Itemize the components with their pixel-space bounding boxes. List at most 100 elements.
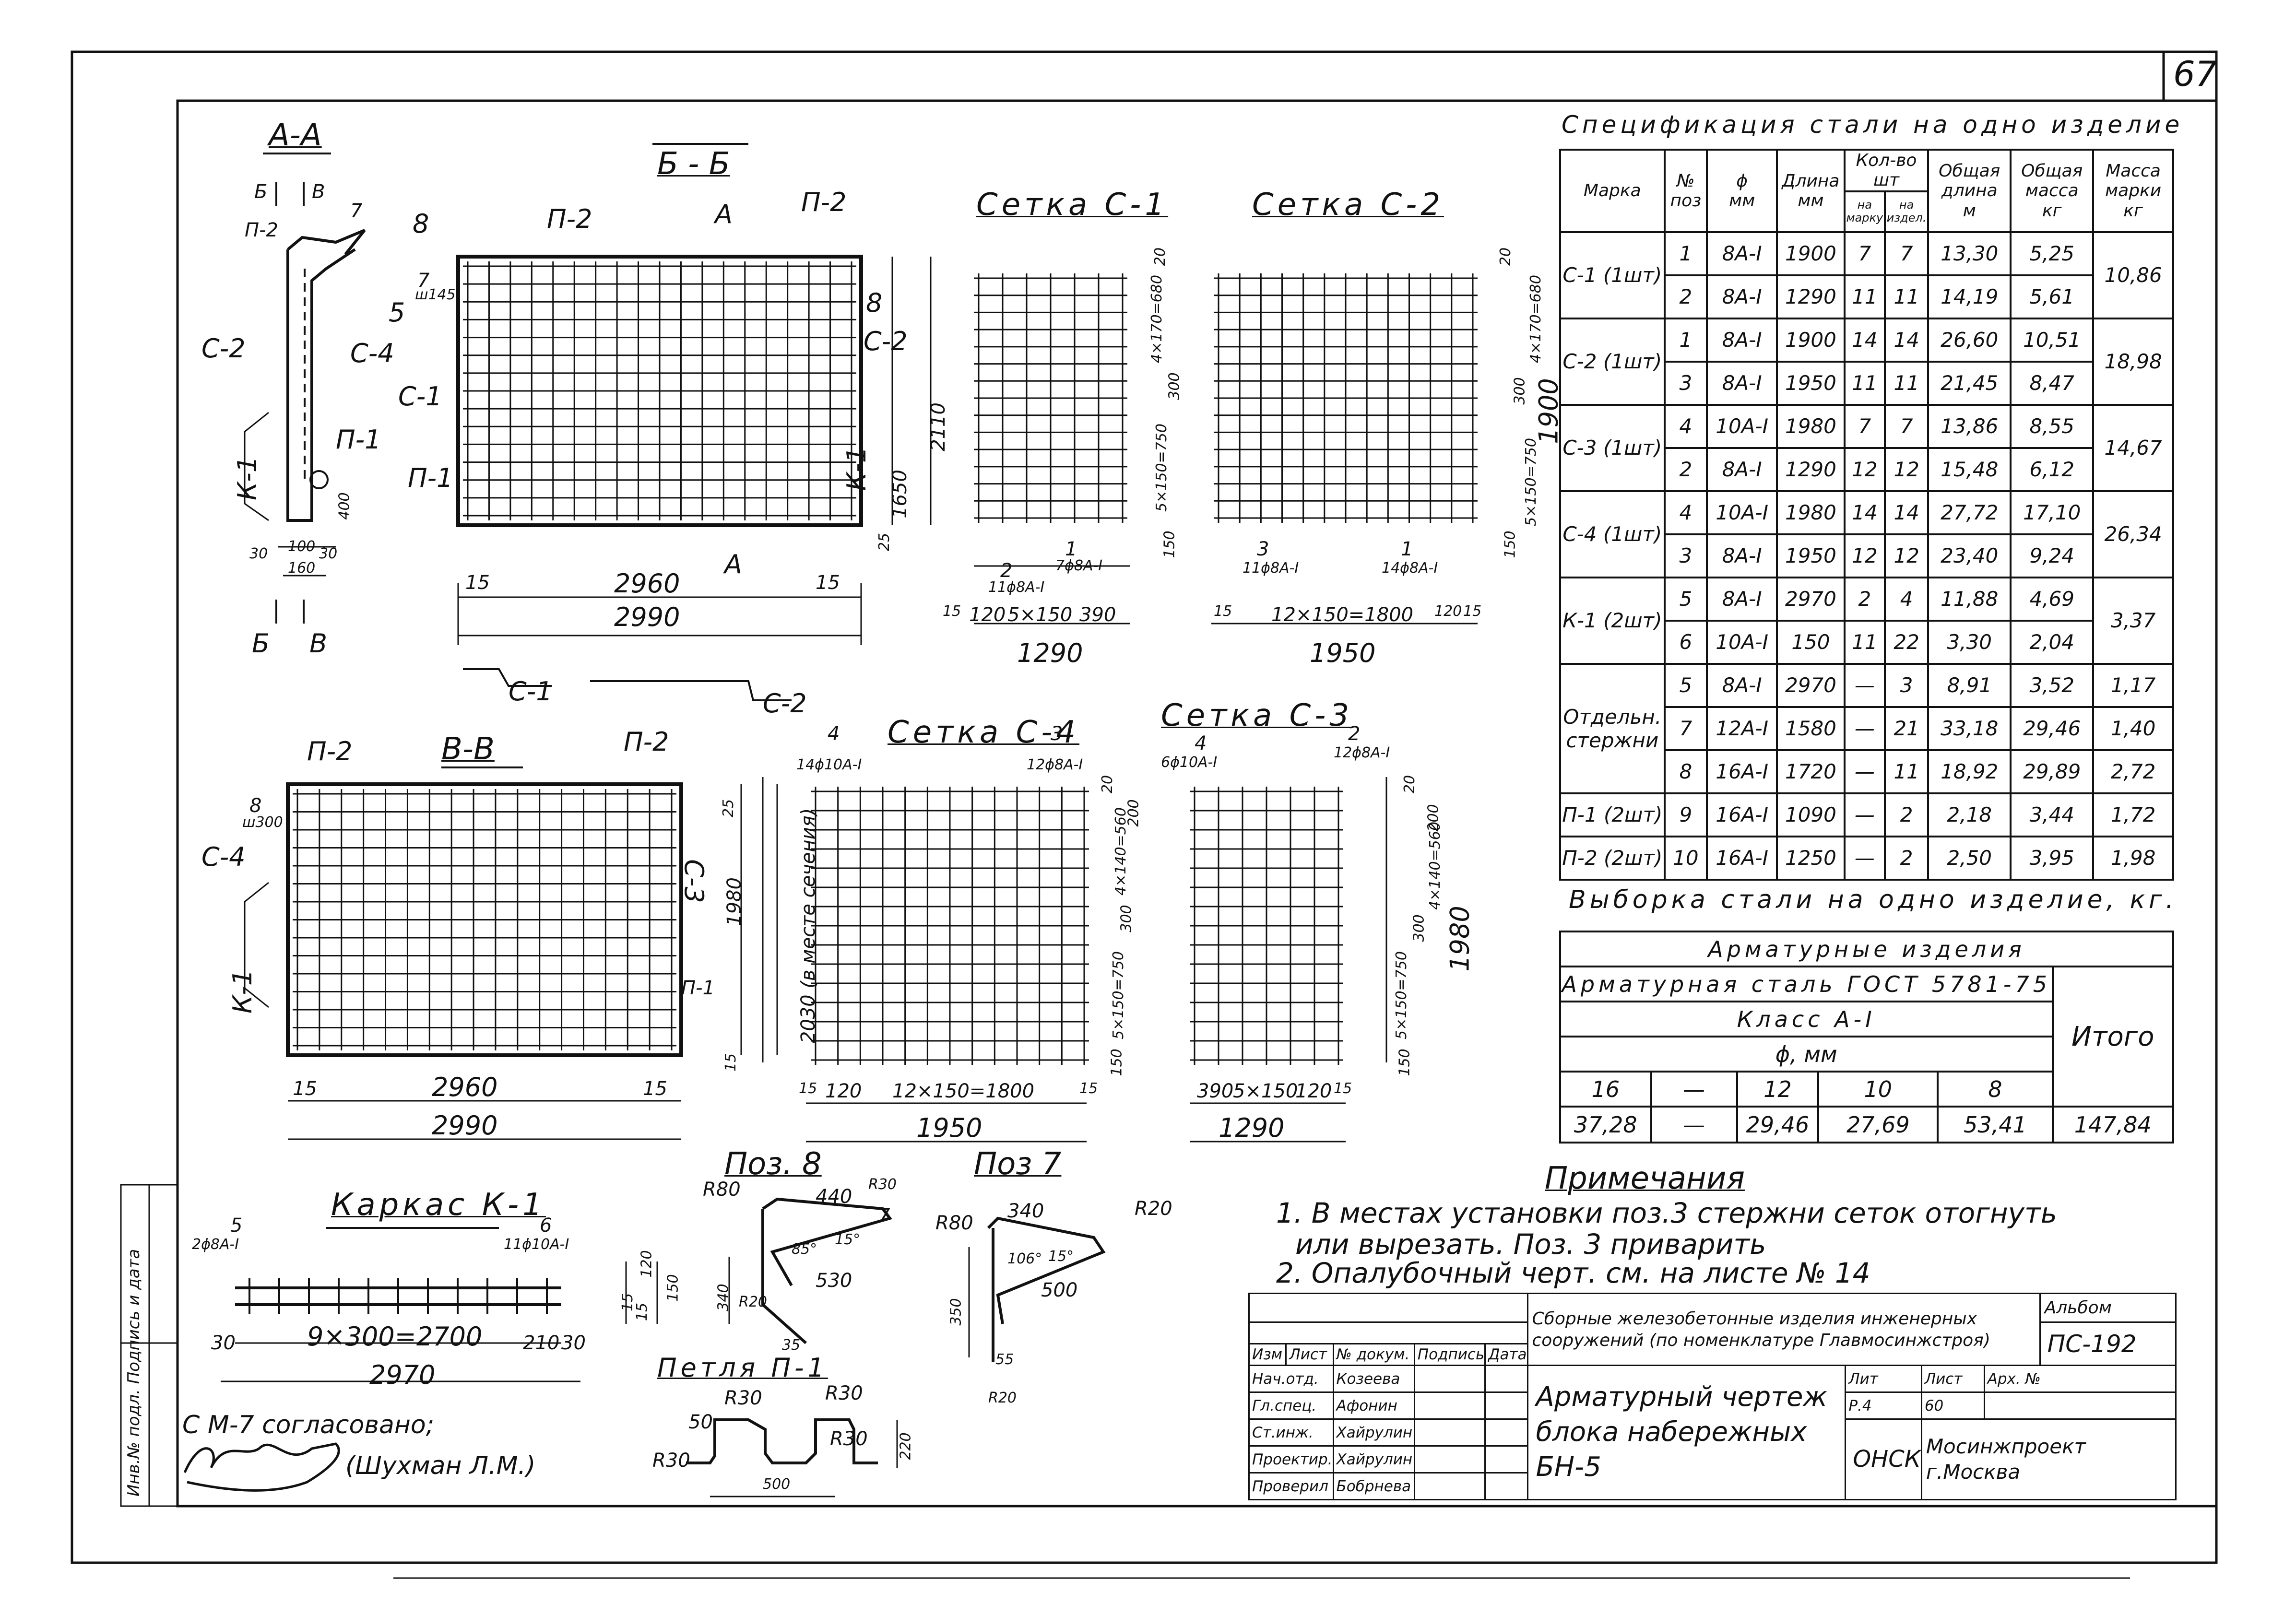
spec-cell-length: 1250: [1776, 835, 1846, 881]
poz7-label: 500: [1041, 1279, 1078, 1301]
bb-label: 8: [866, 288, 883, 318]
spec-cell-qty-mark: 11: [1843, 619, 1886, 665]
poz8-label: 440: [816, 1186, 852, 1208]
spec-cell-diam: 8А-I: [1706, 274, 1778, 319]
note-1b: или вырезать. Поз. 3 приварить: [1295, 1228, 1766, 1261]
aa-label: В: [312, 181, 325, 203]
aa-label: 30: [319, 545, 338, 562]
spec-cell-pos: 6: [1663, 619, 1708, 665]
spec-cell-length: 1950: [1776, 360, 1846, 406]
c4-label: 12ϕ8А-I: [1027, 756, 1083, 773]
bb-label: 7: [417, 270, 430, 292]
spec-cell-total-mass: 8,55: [2010, 403, 2095, 449]
vv-label: 8: [249, 795, 262, 817]
bb-label: 15: [816, 572, 840, 594]
tb-role: Гл.спец.: [1248, 1391, 1334, 1420]
aa-label: 100: [288, 538, 316, 555]
section-aa-graphic: [244, 153, 366, 624]
spec-cell-mark: С-2 (1шт): [1559, 317, 1666, 406]
bb-label: 15: [465, 572, 490, 594]
aa-label: 160: [288, 560, 316, 577]
tb-album-label: Альбом: [2039, 1293, 2177, 1323]
c4-label: 20: [1099, 775, 1116, 794]
spec-cell-qty-item: 7: [1883, 403, 1929, 449]
side-stamp-text: Инв.№ подл. Подпись и дата: [124, 1249, 143, 1497]
tb-dept: ОНСК: [1845, 1418, 1922, 1500]
selection-head-1: Арматурные изделия: [1559, 931, 2174, 967]
spec-cell-total-mass: 3,95: [2010, 835, 2095, 881]
spec-cell-diam: 8А-I: [1706, 533, 1778, 578]
selection-value: 27,69: [1817, 1106, 1939, 1143]
selection-diam: —: [1650, 1071, 1738, 1108]
spec-cell-total-mass: 3,44: [2010, 792, 2095, 837]
spec-cell-qty-mark: 12: [1843, 447, 1886, 492]
section-bb-title: Б - Б: [657, 146, 730, 182]
spec-cell-total-length: 27,72: [1927, 490, 2012, 535]
spec-cell-mark: С-1 (1шт): [1559, 231, 1666, 319]
aa-label: П-1: [336, 424, 381, 455]
spec-cell-mark-mass: 1,17: [2092, 662, 2174, 708]
aa-label: Б: [254, 181, 268, 203]
spec-cell-length: 1950: [1776, 533, 1846, 578]
p1-label: R30: [830, 1428, 868, 1450]
c4-label: 1950: [916, 1113, 982, 1143]
bb-label: 2990: [614, 602, 680, 632]
spec-cell-qty-mark: 7: [1843, 403, 1886, 449]
tb-lit-label: Лит: [1845, 1365, 1922, 1393]
spec-cell-qty-mark: —: [1843, 749, 1886, 794]
selection-value: 53,41: [1937, 1106, 2054, 1143]
spec-cell-qty-item: 14: [1883, 317, 1929, 363]
c1-label: 11ϕ8А-I: [988, 579, 1045, 596]
spec-cell-length: 150: [1776, 619, 1846, 665]
p1-label: R30: [825, 1382, 863, 1404]
spec-cell-qty-mark: —: [1843, 662, 1886, 708]
bb-label: 2960: [614, 568, 680, 599]
spec-cell-qty-item: 2: [1883, 792, 1929, 837]
tb-name: Хайрулин: [1332, 1418, 1415, 1447]
tb-role: Ст.инж.: [1248, 1418, 1334, 1447]
spec-cell-diam: 8А-I: [1706, 576, 1778, 622]
tb-album: ПС-192: [2039, 1321, 2177, 1366]
spec-cell-total-length: 8,91: [1927, 662, 2012, 708]
bb-label: 1650: [888, 470, 911, 519]
vv-label: 2030 (в месте сечения): [797, 808, 820, 1044]
mesh-c2-title: Сетка С-2: [1252, 187, 1444, 223]
spec-cell-total-length: 33,18: [1927, 706, 2012, 751]
c3-label: 1290: [1219, 1113, 1285, 1143]
c2-label: 1900: [1533, 378, 1564, 444]
spec-cell-mark: П-1 (2шт): [1559, 792, 1666, 837]
inner-frame: [176, 99, 2218, 1508]
loop-p1-graphic: [686, 1418, 898, 1497]
spec-cell-length: 1290: [1776, 447, 1846, 492]
poz8-label: 15°: [835, 1231, 861, 1248]
bb-label: К-1: [841, 446, 872, 491]
selection-title: Выборка стали на одно изделие, кг.: [1569, 885, 2178, 914]
aa-label: П-2: [245, 219, 278, 241]
c2-label: 11ϕ8А-I: [1243, 560, 1299, 577]
tb-col-head: Дата: [1484, 1343, 1528, 1366]
c3-label: 390: [1197, 1080, 1234, 1102]
spec-cell-qty-item: 7: [1883, 231, 1929, 276]
selection-total: 147,84: [2051, 1106, 2175, 1143]
poz8-label: R20: [739, 1294, 768, 1310]
aa-label: 7: [350, 200, 363, 222]
k1-label: 5: [230, 1214, 243, 1237]
spec-cell-mark-mass: 2,72: [2092, 749, 2174, 794]
c2-label: 150: [1502, 530, 1519, 558]
approval-note: С М-7 согласовано;: [182, 1411, 435, 1439]
spec-cell-qty-mark: 11: [1843, 274, 1886, 319]
spec-cell-pos: 2: [1663, 447, 1708, 492]
spec-cell-qty-item: 11: [1883, 274, 1929, 319]
loop-p1-title: Петля П-1: [657, 1353, 828, 1383]
approval-signature: [183, 1442, 340, 1492]
c2-label: 5×150=750: [1522, 438, 1539, 526]
vv-label: С-4: [201, 842, 246, 872]
c1-label: 390: [1079, 604, 1116, 626]
